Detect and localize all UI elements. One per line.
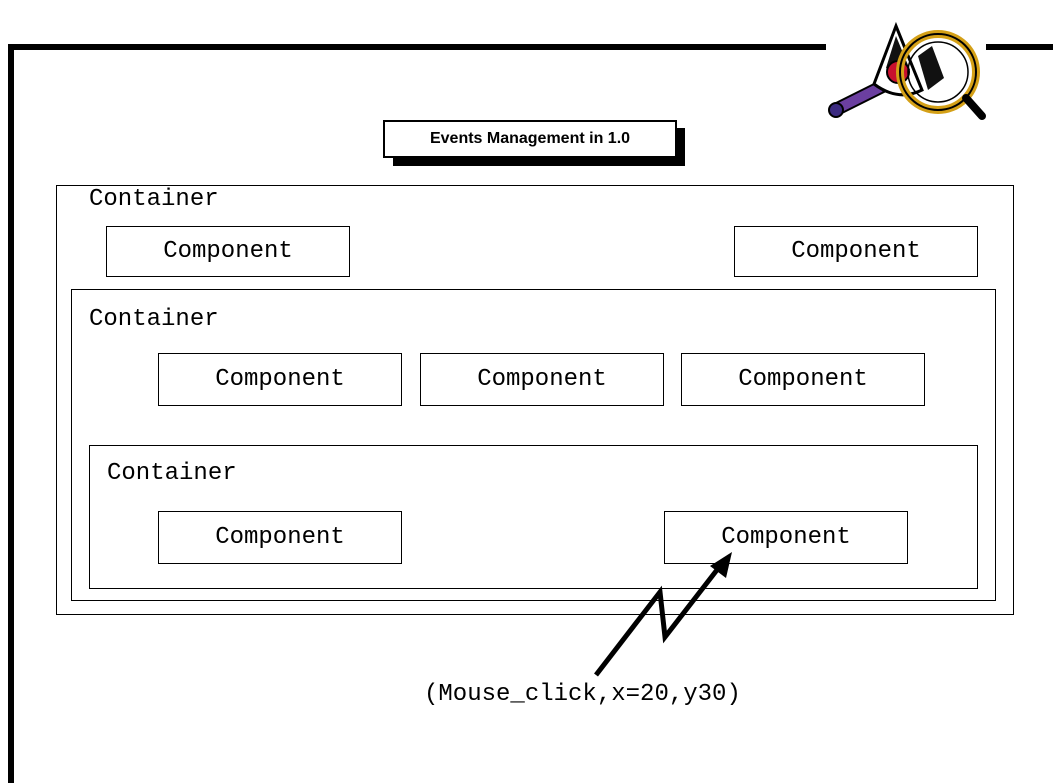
outer-component-1: Component [106,226,350,277]
middle-component-2: Component [420,353,664,406]
middle-container-label: Container [89,306,219,333]
inner-component-1: Component [158,511,402,564]
mouse-click-event-label: (Mouse_click,x=20,y30) [424,681,741,708]
middle-component-1: Component [158,353,402,406]
slide-frame [8,44,1053,783]
inner-container-label: Container [107,460,237,487]
slide-title: Events Management in 1.0 [383,120,677,158]
outer-container-label: Container [89,186,219,213]
inner-component-2: Component [664,511,908,564]
outer-component-2: Component [734,226,978,277]
java-duke-magnifier-icon [826,18,986,130]
middle-component-3: Component [681,353,925,406]
